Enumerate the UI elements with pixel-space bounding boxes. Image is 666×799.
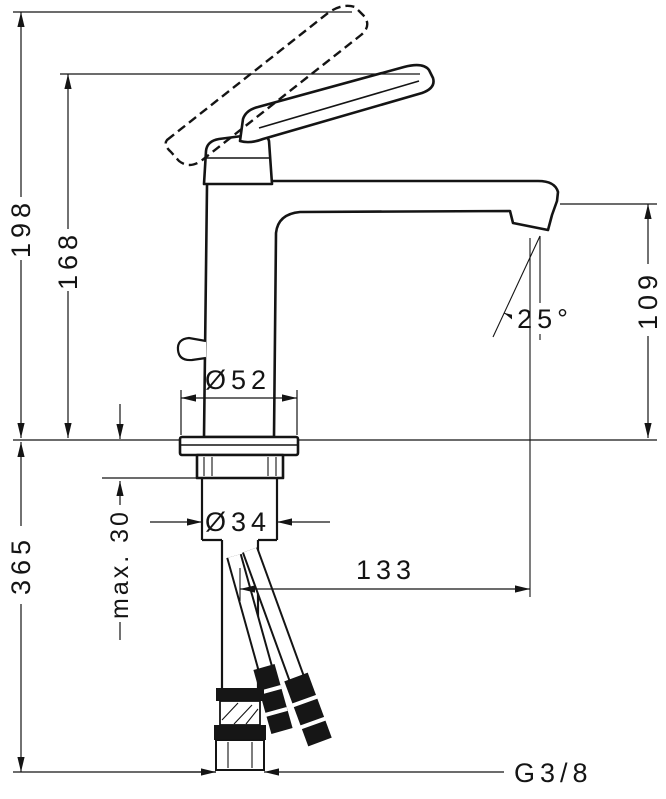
threaded-shank [200,478,279,542]
connector-gap [300,716,326,730]
hose-connector [253,664,293,734]
lever-handle [238,63,435,144]
spout-height-label: 109 [633,270,663,330]
hose-connector [284,672,332,747]
dimension-handle-height-168: 168 [53,73,420,438]
max-thickness-label: max. 30 [106,509,134,619]
install-depth-label: 365 [6,535,36,595]
g38-nut [215,739,265,771]
connector-gap [292,694,318,708]
hose-core [243,547,305,685]
faucet-body [164,4,560,688]
spray-angle-construction: 25° [492,235,576,340]
dimension-base-diameter-52: Ø52 [180,365,298,435]
lever-seam [258,80,420,129]
label-mask [205,507,271,537]
hose-core [228,554,272,673]
handle-height-label: 168 [53,230,83,290]
g38-connector-stack [214,688,266,771]
braided-section [219,700,261,726]
pull-rod-hook [176,336,207,362]
hole-diameter-label: Ø34 [205,507,271,537]
supply-hoses [214,547,332,771]
base-diameter-label: Ø52 [205,365,271,395]
dimension-spout-reach-133: 133 [239,238,531,601]
dimension-hole-diameter-34: Ø34 [150,507,330,537]
connector-band [216,688,264,701]
mounting-nut-knurl [203,457,277,476]
spray-angle-label: 25° [517,304,573,334]
dimension-spout-height-109: 109 [560,203,663,438]
label-mask [512,303,576,334]
overall-height-label: 198 [6,198,36,258]
dimension-overall-height-198: 198 [6,11,352,438]
spout-reach-label: 133 [356,555,416,585]
dimension-connection-thread: G3/8 [170,758,593,788]
lever-handle-raised-dashed [164,4,369,167]
connection-thread-label: G3/8 [514,758,593,788]
handle-base [202,133,274,186]
base-escutcheon [178,435,300,457]
mounting-nut [195,453,285,480]
spray-direction-line [492,235,541,338]
connector-band [214,725,266,740]
connector-gap [264,706,288,718]
dimension-max-thickness-30: max. 30 [102,404,198,640]
